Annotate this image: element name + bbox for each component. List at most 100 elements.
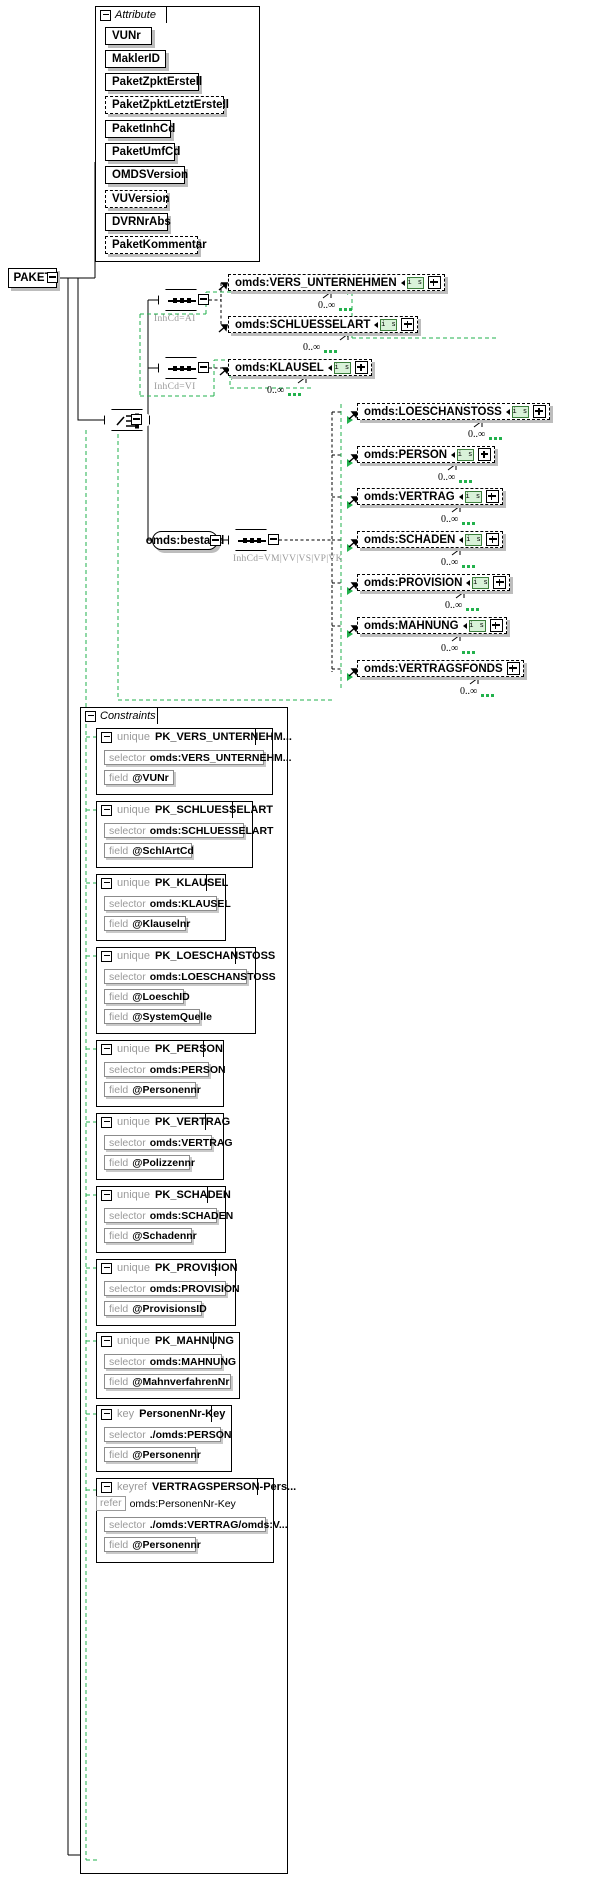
expand-icon[interactable] [427,276,441,289]
element-ref-vertrag[interactable]: omds:VERTRAG i s [357,488,503,505]
constraint-header-pk-klausel[interactable]: unique PK_KLAUSEL [96,874,228,891]
collapse-icon[interactable] [101,1335,112,1347]
constraint-field-row[interactable]: field @Personennr [104,1537,201,1552]
expand-icon[interactable] [489,619,503,632]
sequence-bestand-toggle[interactable] [268,534,279,545]
constraint-selector-row[interactable]: selector omds:PROVISION [104,1281,240,1296]
collapse-icon[interactable] [101,731,112,743]
collapse-icon[interactable] [100,9,111,21]
attribute-group-frame [95,6,260,262]
element-ref-loeschanstoss[interactable]: omds:LOESCHANSTOSS i s [357,403,550,420]
constraint-field-row[interactable]: field @Klauselnr [104,916,190,931]
expand-icon[interactable] [493,576,507,589]
constraint-field-row[interactable]: field @Polizzennr [104,1155,195,1170]
constraint-field-row[interactable]: field @SchlArtCd [104,843,194,858]
choice-collapse-toggle[interactable] [131,414,142,425]
constraint-field-row[interactable]: field @SystemQuelle [104,1009,212,1024]
constraint-header-pk-schluesselart[interactable]: unique PK_SCHLUESSELART [96,801,273,818]
attribute-paketkommentar[interactable]: PaketKommentar [105,236,207,254]
attribute-omdsversion[interactable]: OMDSVersion [105,166,188,184]
collapse-icon[interactable] [101,950,112,962]
constraint-header-vertragsperson-keyref[interactable]: keyref VERTRAGSPERSON-Pers... [96,1478,296,1495]
attribute-vunr[interactable]: VUNr [105,27,152,45]
attribute-paketzpktletzterstell[interactable]: PaketZpktLetztErstell [105,96,229,114]
element-ref-klausel[interactable]: omds:KLAUSEL i s [228,359,372,376]
choice-compositor[interactable] [104,409,150,431]
constraint-field-row[interactable]: field @VUNr [104,770,174,785]
constraint-field-row[interactable]: field @LoeschID [104,989,190,1004]
element-ref-vertragsfonds[interactable]: omds:VERTRAGSFONDS [357,660,524,677]
collapse-icon[interactable] [101,1481,112,1493]
collapse-icon[interactable] [101,1408,112,1420]
root-element-paket[interactable]: PAKET [8,268,57,288]
expand-icon[interactable] [506,662,520,675]
constraint-header-pk-schaden[interactable]: unique PK_SCHADEN [96,1186,231,1203]
attribute-paketzpkterstell[interactable]: PaketZpktErstell [105,73,202,91]
constraint-header-personennr-key[interactable]: key PersonenNr-Key [96,1405,225,1422]
cardinality-person: 0..∞ [438,472,456,483]
bestand-collapse-toggle[interactable] [210,535,221,546]
constraint-selector-row[interactable]: selector omds:LOESCHANSTOSS [104,969,276,984]
constraint-header-pk-vers-unternehmen[interactable]: unique PK_VERS_UNTERNEHM... [96,728,292,745]
constraint-field-row[interactable]: field @Personennr [104,1447,201,1462]
element-ref-person[interactable]: omds:PERSON i s [357,446,496,463]
constraint-selector-row[interactable]: selector ./omds:VERTRAG/omds:V... [104,1517,288,1532]
element-ref-mahnung[interactable]: omds:MAHNUNG i s [357,617,507,634]
constraint-selector-row[interactable]: selector omds:PERSON [104,1062,226,1077]
collapse-icon[interactable] [101,804,112,816]
element-bestand[interactable]: omds:bestand [146,531,224,550]
collapse-icon[interactable] [101,1116,112,1128]
attribute-maklerid[interactable]: MaklerID [105,50,166,68]
ref-arrow-icon [459,536,464,543]
collapse-icon[interactable] [101,1189,112,1201]
constraint-selector-row[interactable]: selector omds:SCHLUESSELART [104,823,273,838]
constraint-selector-row[interactable]: selector omds:MAHNUNG [104,1354,236,1369]
sequence-ai-toggle[interactable] [198,294,209,305]
expand-icon[interactable] [532,405,546,418]
constraint-selector-row[interactable]: selector omds:VERS_UNTERNEHM... [104,750,292,765]
collapse-icon[interactable] [101,1043,112,1055]
root-collapse-toggle[interactable] [47,272,58,283]
constraint-selector-row[interactable]: selector omds:SCHADEN [104,1208,233,1223]
element-ref-label: omds:VERTRAGSFONDS [364,662,503,675]
selector-keyword: selector [109,1355,146,1368]
constraint-header-pk-mahnung[interactable]: unique PK_MAHNUNG [96,1332,234,1349]
constraint-header-pk-loeschanstoss[interactable]: unique PK_LOESCHANSTOSS [96,947,275,964]
attribute-paketumfcd[interactable]: PaketUmfCd [105,143,180,161]
element-ref-schaden[interactable]: omds:SCHADEN i s [357,531,504,548]
expand-icon[interactable] [354,361,368,374]
collapse-icon[interactable] [101,1262,112,1274]
element-ref-schluesselart[interactable]: omds:SCHLUESSELART i s [228,316,419,333]
constraint-header-pk-vertrag[interactable]: unique PK_VERTRAG [96,1113,230,1130]
constraint-selector-row[interactable]: selector ./omds:PERSON [104,1427,231,1442]
constraint-selector-row[interactable]: selector omds:VERTRAG [104,1135,233,1150]
constraint-field-row[interactable]: field @ProvisionsID [104,1301,207,1316]
cardinality-provision: 0..∞ [445,600,463,611]
expand-icon[interactable] [478,448,492,461]
constraint-header-pk-person[interactable]: unique PK_PERSON [96,1040,223,1057]
constraint-selector-row[interactable]: selector omds:KLAUSEL [104,896,231,911]
constraints-header[interactable]: Constraints [80,707,158,724]
element-ref-vers-unternehmen[interactable]: omds:VERS_UNTERNEHMEN i s [228,274,445,291]
constraint-field-row[interactable]: field @MahnverfahrenNr [104,1374,231,1389]
expand-icon[interactable] [401,318,415,331]
attribute-dvrnrabs[interactable]: DVRNrAbs [105,213,171,231]
attribute-label: DVRNrAbs [112,216,171,228]
element-ref-provision[interactable]: omds:PROVISION i s [357,574,511,591]
constraint-field-row[interactable]: field @Schadennr [104,1228,197,1243]
attribute-paketinhcd[interactable]: PaketInhCd [105,120,175,138]
expand-icon[interactable] [485,490,499,503]
sequence-compositor-bestand[interactable] [228,529,274,551]
expand-icon[interactable] [486,533,500,546]
attribute-label: VUVersion [112,193,170,205]
constraint-field-row[interactable]: field @Personennr [104,1082,201,1097]
field-value: @Klauselnr [132,917,191,930]
attribute-group-header[interactable]: Attribute [95,6,167,23]
constraint-header-pk-provision[interactable]: unique PK_PROVISION [96,1259,238,1276]
constraint-name: PK_KLAUSEL [155,877,229,889]
sequence-vi-toggle[interactable] [198,362,209,373]
collapse-icon[interactable] [101,877,112,889]
collapse-icon[interactable] [85,710,96,722]
attribute-vuversion[interactable]: VUVersion [105,190,170,208]
selector-keyword: selector [109,1282,146,1295]
